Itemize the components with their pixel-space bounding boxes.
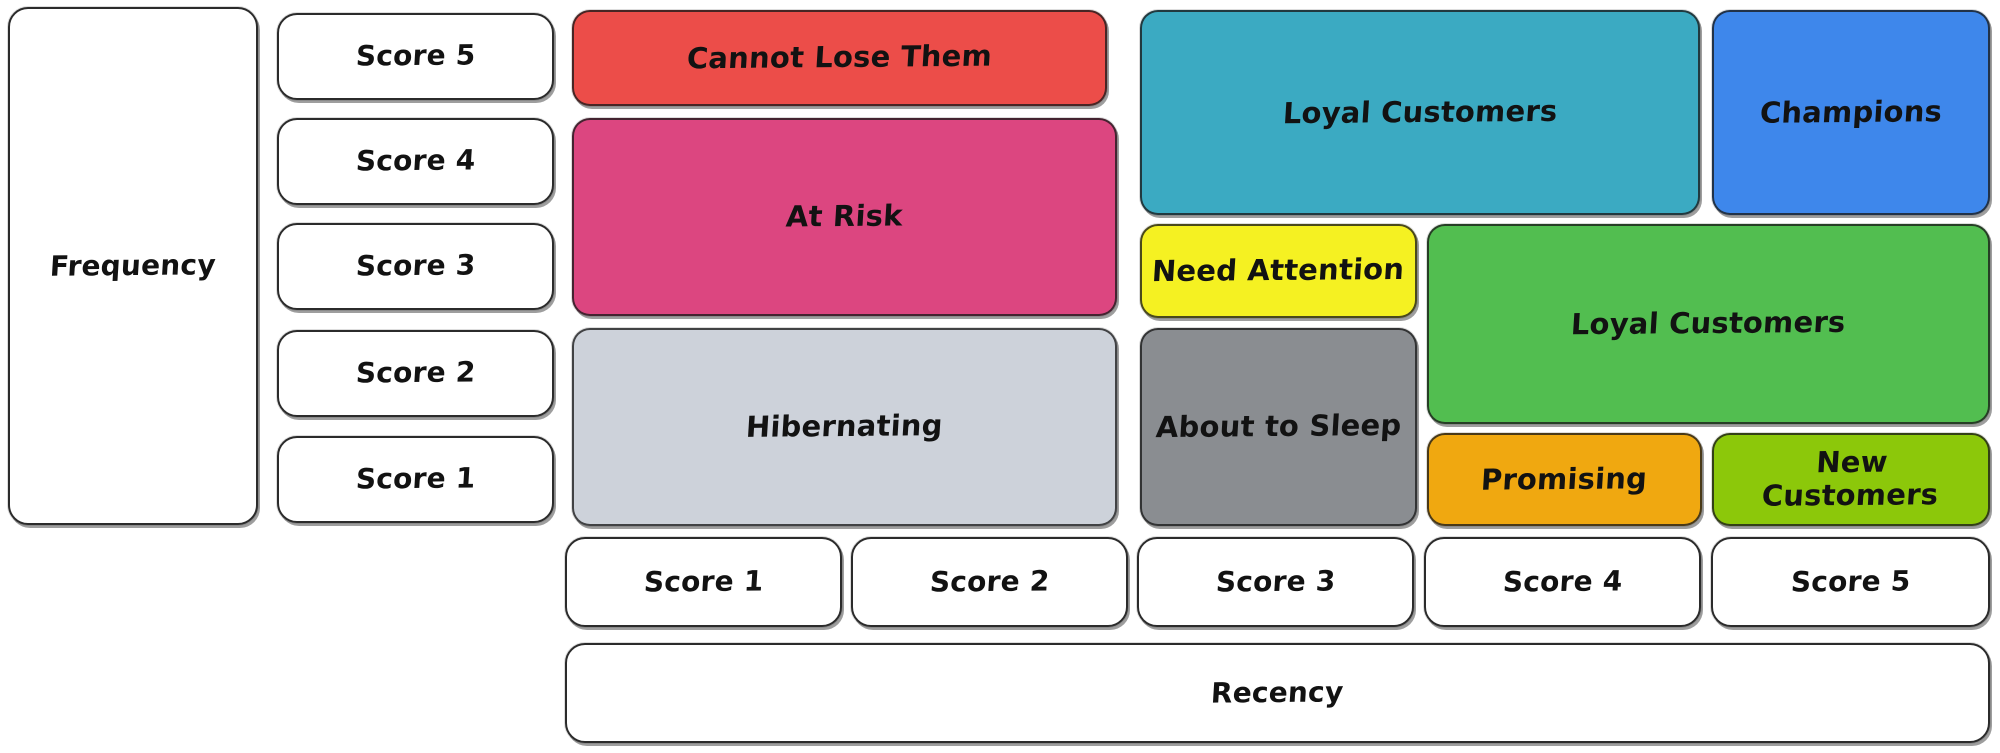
segment-champions[interactable]: Champions bbox=[1712, 10, 1990, 215]
segment-loyal-customers-green[interactable]: Loyal Customers bbox=[1427, 224, 1990, 424]
segment-cannot-lose-them[interactable]: Cannot Lose Them bbox=[572, 10, 1107, 106]
recency-score-box-2[interactable]: Score 2 bbox=[851, 537, 1128, 627]
frequency-score-label: Score 1 bbox=[354, 461, 477, 496]
segment-label: New Customers bbox=[1760, 444, 1940, 514]
segment-label: Champions bbox=[1758, 94, 1944, 130]
frequency-score-box-1[interactable]: Score 1 bbox=[277, 436, 554, 523]
segment-label: Need Attention bbox=[1151, 252, 1406, 289]
frequency-score-label: Score 3 bbox=[354, 248, 477, 283]
recency-score-box-5[interactable]: Score 5 bbox=[1711, 537, 1990, 627]
segment-label: Cannot Lose Them bbox=[685, 38, 994, 76]
recency-score-label: Score 2 bbox=[928, 564, 1051, 599]
frequency-score-label: Score 5 bbox=[354, 38, 477, 73]
segment-label: Hibernating bbox=[745, 408, 944, 445]
recency-score-label: Score 4 bbox=[1501, 564, 1624, 599]
segment-at-risk[interactable]: At Risk bbox=[572, 118, 1117, 316]
segment-label: Promising bbox=[1480, 461, 1649, 497]
recency-score-label: Score 3 bbox=[1214, 564, 1337, 599]
recency-score-box-4[interactable]: Score 4 bbox=[1424, 537, 1701, 627]
frequency-score-label: Score 4 bbox=[354, 143, 477, 178]
recency-score-box-3[interactable]: Score 3 bbox=[1137, 537, 1414, 627]
segment-label: Loyal Customers bbox=[1281, 93, 1559, 131]
frequency-score-label: Score 2 bbox=[354, 355, 477, 390]
recency-score-label: Score 1 bbox=[642, 564, 765, 599]
frequency-score-box-3[interactable]: Score 3 bbox=[277, 223, 554, 310]
recency-score-box-1[interactable]: Score 1 bbox=[565, 537, 842, 627]
recency-score-label: Score 5 bbox=[1789, 564, 1912, 599]
segment-hibernating[interactable]: Hibernating bbox=[572, 328, 1117, 526]
segment-promising[interactable]: Promising bbox=[1427, 433, 1702, 526]
recency-axis-label-box: Recency bbox=[565, 643, 1990, 743]
frequency-axis-label-box: Frequency bbox=[8, 7, 258, 525]
recency-axis-label: Recency bbox=[1210, 675, 1345, 710]
frequency-axis-label: Frequency bbox=[49, 248, 217, 283]
segment-loyal-customers-teal[interactable]: Loyal Customers bbox=[1140, 10, 1700, 215]
segment-label: At Risk bbox=[785, 198, 904, 234]
segment-new-customers[interactable]: New Customers bbox=[1712, 433, 1990, 526]
segment-label: Loyal Customers bbox=[1570, 305, 1847, 342]
segment-need-attention[interactable]: Need Attention bbox=[1140, 224, 1417, 318]
segment-label: About to Sleep bbox=[1154, 408, 1403, 445]
segment-about-to-sleep[interactable]: About to Sleep bbox=[1140, 328, 1417, 526]
frequency-score-box-4[interactable]: Score 4 bbox=[277, 118, 554, 205]
frequency-score-box-2[interactable]: Score 2 bbox=[277, 330, 554, 417]
frequency-score-box-5[interactable]: Score 5 bbox=[277, 13, 554, 100]
